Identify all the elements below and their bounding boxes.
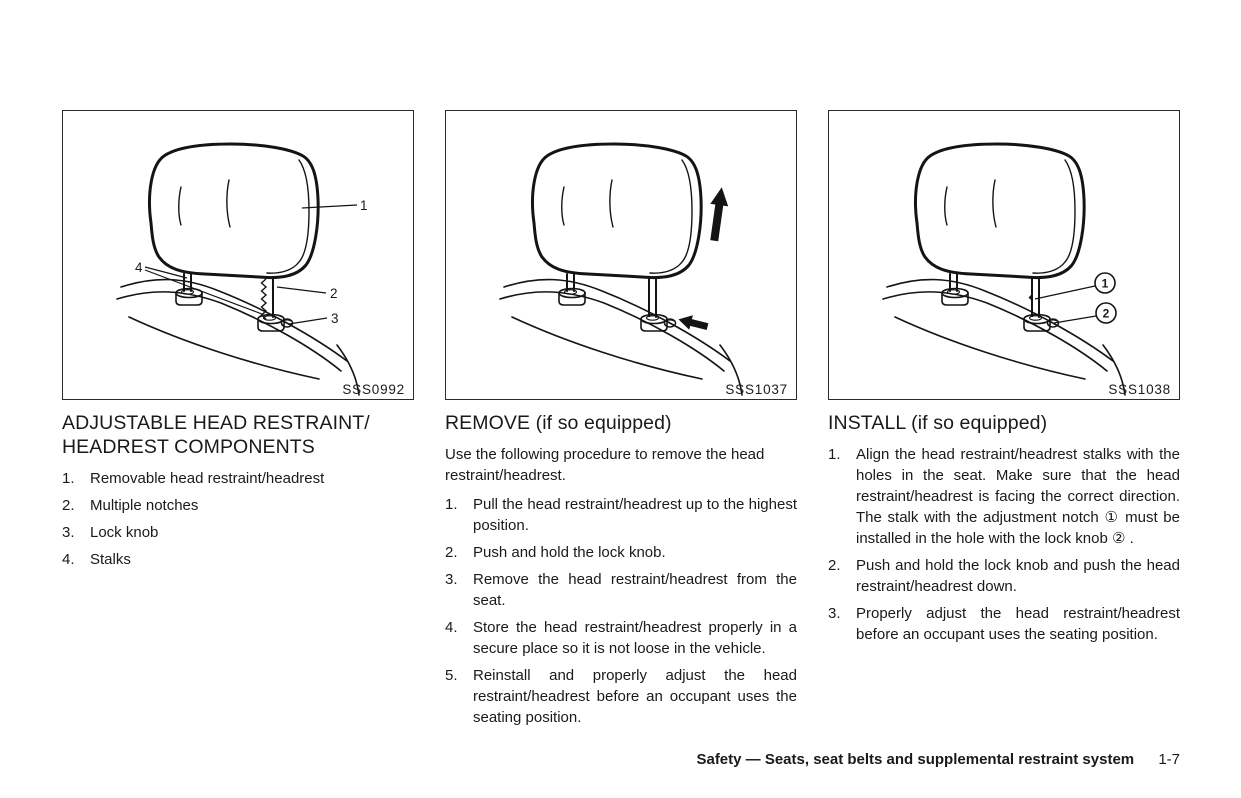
figure-code: SSS1037	[725, 382, 788, 397]
list-item-text: Multiple notches	[90, 497, 199, 514]
figure-code: SSS0992	[342, 382, 405, 397]
step-text: Store the head restraint/headrest proper…	[473, 619, 797, 657]
list-item-text: Stalks	[90, 551, 131, 568]
install-heading: INSTALL (if so equipped)	[828, 412, 1048, 434]
list-item-number: 3.	[62, 524, 75, 541]
footer-page-number: 1-7	[1158, 751, 1180, 768]
list-item: 1. Removable head restraint/headrest	[62, 468, 414, 489]
figure-code: SSS1038	[1108, 382, 1171, 397]
notch-zigzag	[260, 278, 268, 320]
callout-2: 2	[330, 286, 338, 301]
step-item: 3. Remove the head restraint/headrest fr…	[445, 569, 797, 611]
step-text: Properly adjust the head restraint/headr…	[856, 605, 1180, 643]
figure-panel-components: 1 2 3 4 SSS0992	[62, 110, 414, 400]
step-item: 4. Store the head restraint/headrest pro…	[445, 617, 797, 659]
page-footer: Safety — Seats, seat belts and supplemen…	[696, 751, 1180, 769]
push-arrow-icon	[678, 315, 709, 331]
list-item-number: 2.	[62, 497, 75, 514]
components-heading: ADJUSTABLE HEAD RESTRAINT/ HEADREST COMP…	[62, 412, 370, 458]
step-text: Align the head restraint/headrest stalks…	[856, 446, 1180, 547]
circled-callout-2	[1095, 302, 1117, 324]
circled-callout-1-num: 1	[1102, 277, 1109, 291]
adjustment-notch-mark	[1028, 294, 1032, 301]
remove-heading: REMOVE (if so equipped)	[445, 412, 672, 434]
step-number: 3.	[828, 605, 841, 622]
step-text: Reinstall and properly adjust the head r…	[473, 667, 797, 726]
install-section: INSTALL (if so equipped) 1. Align the he…	[828, 411, 1180, 651]
list-item: 3. Lock knob	[62, 522, 414, 543]
circled-callout-2-num: 2	[1103, 307, 1110, 321]
circled-callout-1	[1094, 272, 1116, 294]
step-text: Push and hold the lock knob.	[473, 544, 666, 561]
step-number: 3.	[445, 571, 458, 588]
callout-leader-lines	[144, 204, 358, 325]
list-item: 2. Multiple notches	[62, 495, 414, 516]
step-item: 1. Pull the head restraint/headrest up t…	[445, 494, 797, 536]
step-number: 5.	[445, 667, 458, 684]
step-item: 2. Push and hold the lock knob and push …	[828, 555, 1180, 597]
step-item: 3. Properly adjust the head restraint/he…	[828, 603, 1180, 645]
step-item: 5. Reinstall and properly adjust the hea…	[445, 665, 797, 728]
step-text: Push and hold the lock knob and push the…	[856, 557, 1180, 595]
headrest-components-illustration: 1 2 3 4 SSS0992	[115, 142, 405, 397]
callout-leader-lines	[1034, 285, 1097, 324]
headrest-install-illustration: 1 2 SSS1038	[881, 142, 1171, 397]
step-number: 1.	[445, 496, 458, 513]
components-section: ADJUSTABLE HEAD RESTRAINT/ HEADREST COMP…	[62, 411, 414, 576]
list-item-text: Lock knob	[90, 524, 159, 541]
step-text: Remove the head restraint/headrest from …	[473, 571, 797, 609]
list-item-number: 1.	[62, 470, 75, 487]
step-text: Pull the head restraint/headrest up to t…	[473, 496, 797, 534]
headrest-remove-illustration: SSS1037	[498, 142, 788, 397]
step-number: 2.	[445, 544, 458, 561]
figure-panel-install: 1 2 SSS1038	[828, 110, 1180, 400]
step-item: 1. Align the head restraint/headrest sta…	[828, 444, 1180, 549]
list-item-number: 4.	[62, 551, 75, 568]
step-number: 4.	[445, 619, 458, 636]
list-item: 4. Stalks	[62, 549, 414, 570]
step-number: 1.	[828, 446, 841, 463]
callout-1: 1	[360, 198, 368, 213]
remove-section: REMOVE (if so equipped) Use the followin…	[445, 411, 797, 734]
up-arrow-icon	[710, 187, 729, 242]
callout-4: 4	[135, 260, 143, 275]
remove-intro: Use the following procedure to remove th…	[445, 446, 765, 484]
list-item-text: Removable head restraint/headrest	[90, 470, 325, 487]
step-number: 2.	[828, 557, 841, 574]
footer-section-title: Safety — Seats, seat belts and supplemen…	[696, 751, 1135, 768]
figure-panel-remove: SSS1037	[445, 110, 797, 400]
callout-3: 3	[331, 311, 339, 326]
step-item: 2. Push and hold the lock knob.	[445, 542, 797, 563]
